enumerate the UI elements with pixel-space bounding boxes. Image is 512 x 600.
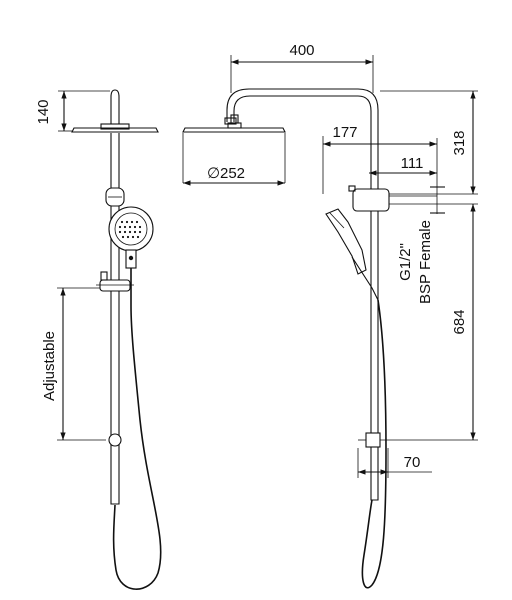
head-plan-view: ∅ 252 xyxy=(182,114,286,186)
hose xyxy=(112,268,162,590)
gooseneck-inner xyxy=(233,95,372,470)
riser-top-cap xyxy=(110,89,120,124)
adjustable-label: Adjustable xyxy=(41,331,58,401)
side-head-connector xyxy=(224,117,237,125)
head-height-label: 140 xyxy=(35,99,52,124)
hand-shower-face xyxy=(114,212,148,246)
wall-offset-111-label: 111 xyxy=(401,155,424,172)
side-rail-bottom xyxy=(370,470,379,501)
gooseneck-outer xyxy=(226,88,379,470)
plan-head-disc xyxy=(182,127,286,133)
bracket-offset-label: 70 xyxy=(404,454,421,471)
wall-offset-177-label: 177 xyxy=(332,124,357,141)
hand-shower-head xyxy=(108,206,154,252)
arm-reach-label: 400 xyxy=(289,42,314,59)
side-hose xyxy=(361,299,387,589)
side-view: 400 318 177 111 G1/2" BSP Female xyxy=(224,42,478,589)
side-diverter-body xyxy=(352,188,390,212)
riser-length-label: 684 xyxy=(451,309,468,334)
side-diverter-knob xyxy=(348,185,356,192)
side-lower-bracket xyxy=(365,432,381,448)
front-view: 140 Adjustable xyxy=(35,89,162,590)
side-hand-shower xyxy=(325,208,367,275)
riser-to-head-label: 318 xyxy=(451,130,468,155)
handle-button xyxy=(128,255,134,261)
rail-bottom xyxy=(110,498,120,505)
thread-size-label: G1/2" xyxy=(397,243,414,281)
diameter-symbol: ∅ xyxy=(207,165,220,182)
slide-knob xyxy=(100,271,108,281)
side-hand-shower-face xyxy=(329,212,345,229)
hand-shower-nozzles xyxy=(118,220,142,239)
lower-bracket xyxy=(108,433,122,447)
thread-type-label: BSP Female xyxy=(417,220,434,304)
head-connector xyxy=(100,123,130,130)
side-handle-line xyxy=(351,256,379,301)
diameter-value: 252 xyxy=(220,165,245,182)
slide-bracket xyxy=(99,279,131,292)
